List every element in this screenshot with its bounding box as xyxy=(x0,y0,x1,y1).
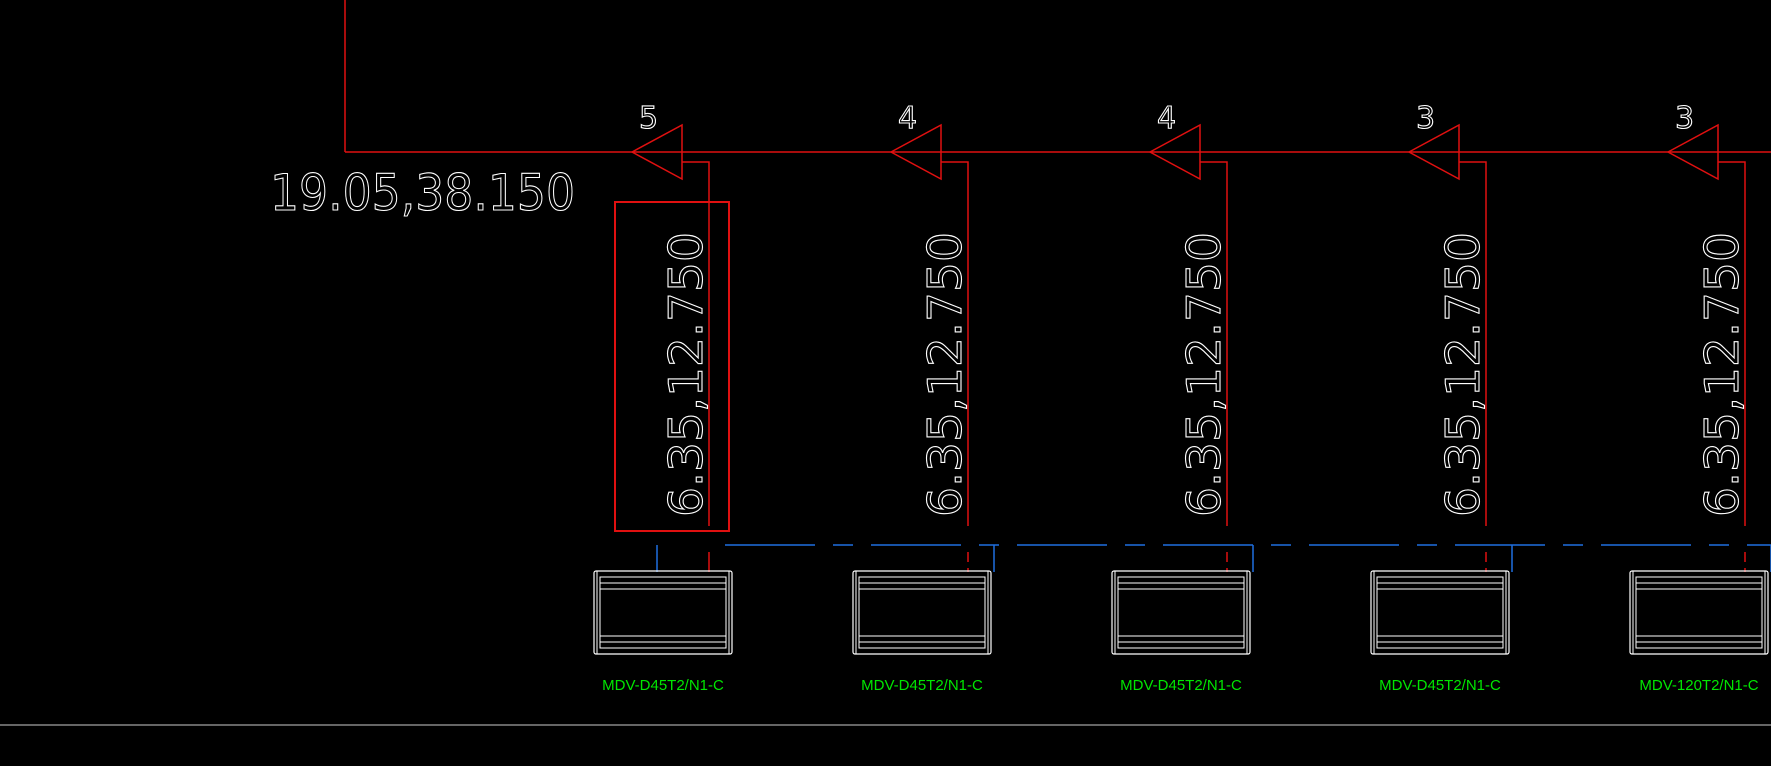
indoor-unit-symbol[interactable] xyxy=(1629,570,1769,655)
unit-model-label: MDV-D45T2/N1-C xyxy=(602,677,724,694)
branch-pipe-size-label: 6.35,12.750 xyxy=(918,232,972,517)
unit-model-label: MDV-D45T2/N1-C xyxy=(1379,677,1501,694)
main-pipe-label: 19.05,38.150 xyxy=(270,164,575,222)
indoor-unit-symbol[interactable] xyxy=(1370,570,1510,655)
unit-model-label: MDV-D45T2/N1-C xyxy=(1120,677,1242,694)
branch-tee-pipe xyxy=(1200,161,1228,526)
selection-highlight-box xyxy=(614,201,730,532)
indoor-unit-symbol[interactable] xyxy=(852,570,992,655)
branch-pipe-size-label: 6.35,12.750 xyxy=(1177,232,1231,517)
branch-count-label: 4 xyxy=(1157,101,1176,136)
branch-pipe-size-label: 6.35,12.750 xyxy=(1436,232,1490,517)
branch-joint-symbol xyxy=(1407,123,1460,181)
branch-tee-pipe xyxy=(1459,161,1487,526)
branch-joint-symbol xyxy=(889,123,942,181)
branch-pipe-size-label: 6.35,12.750 xyxy=(1695,232,1749,517)
branch-count-label: 4 xyxy=(898,101,917,136)
branch-pipe-size-label: 6.35,12.750 xyxy=(659,232,713,517)
branch-tee-pipe xyxy=(682,161,710,526)
branch-joint-symbol xyxy=(1148,123,1201,181)
branch-joint-symbol xyxy=(630,123,683,181)
branch-count-label: 3 xyxy=(1416,101,1435,136)
branch-count-label: 5 xyxy=(639,101,658,136)
indoor-unit-symbol[interactable] xyxy=(1111,570,1251,655)
branch-tee-pipe xyxy=(941,161,969,526)
indoor-unit-symbol[interactable] xyxy=(593,570,733,655)
branch-joint-symbol xyxy=(1666,123,1719,181)
unit-model-label: MDV-120T2/N1-C xyxy=(1639,677,1758,694)
branch-tee-pipe xyxy=(1718,161,1746,526)
unit-model-label: MDV-D45T2/N1-C xyxy=(861,677,983,694)
branch-count-label: 3 xyxy=(1675,101,1694,136)
